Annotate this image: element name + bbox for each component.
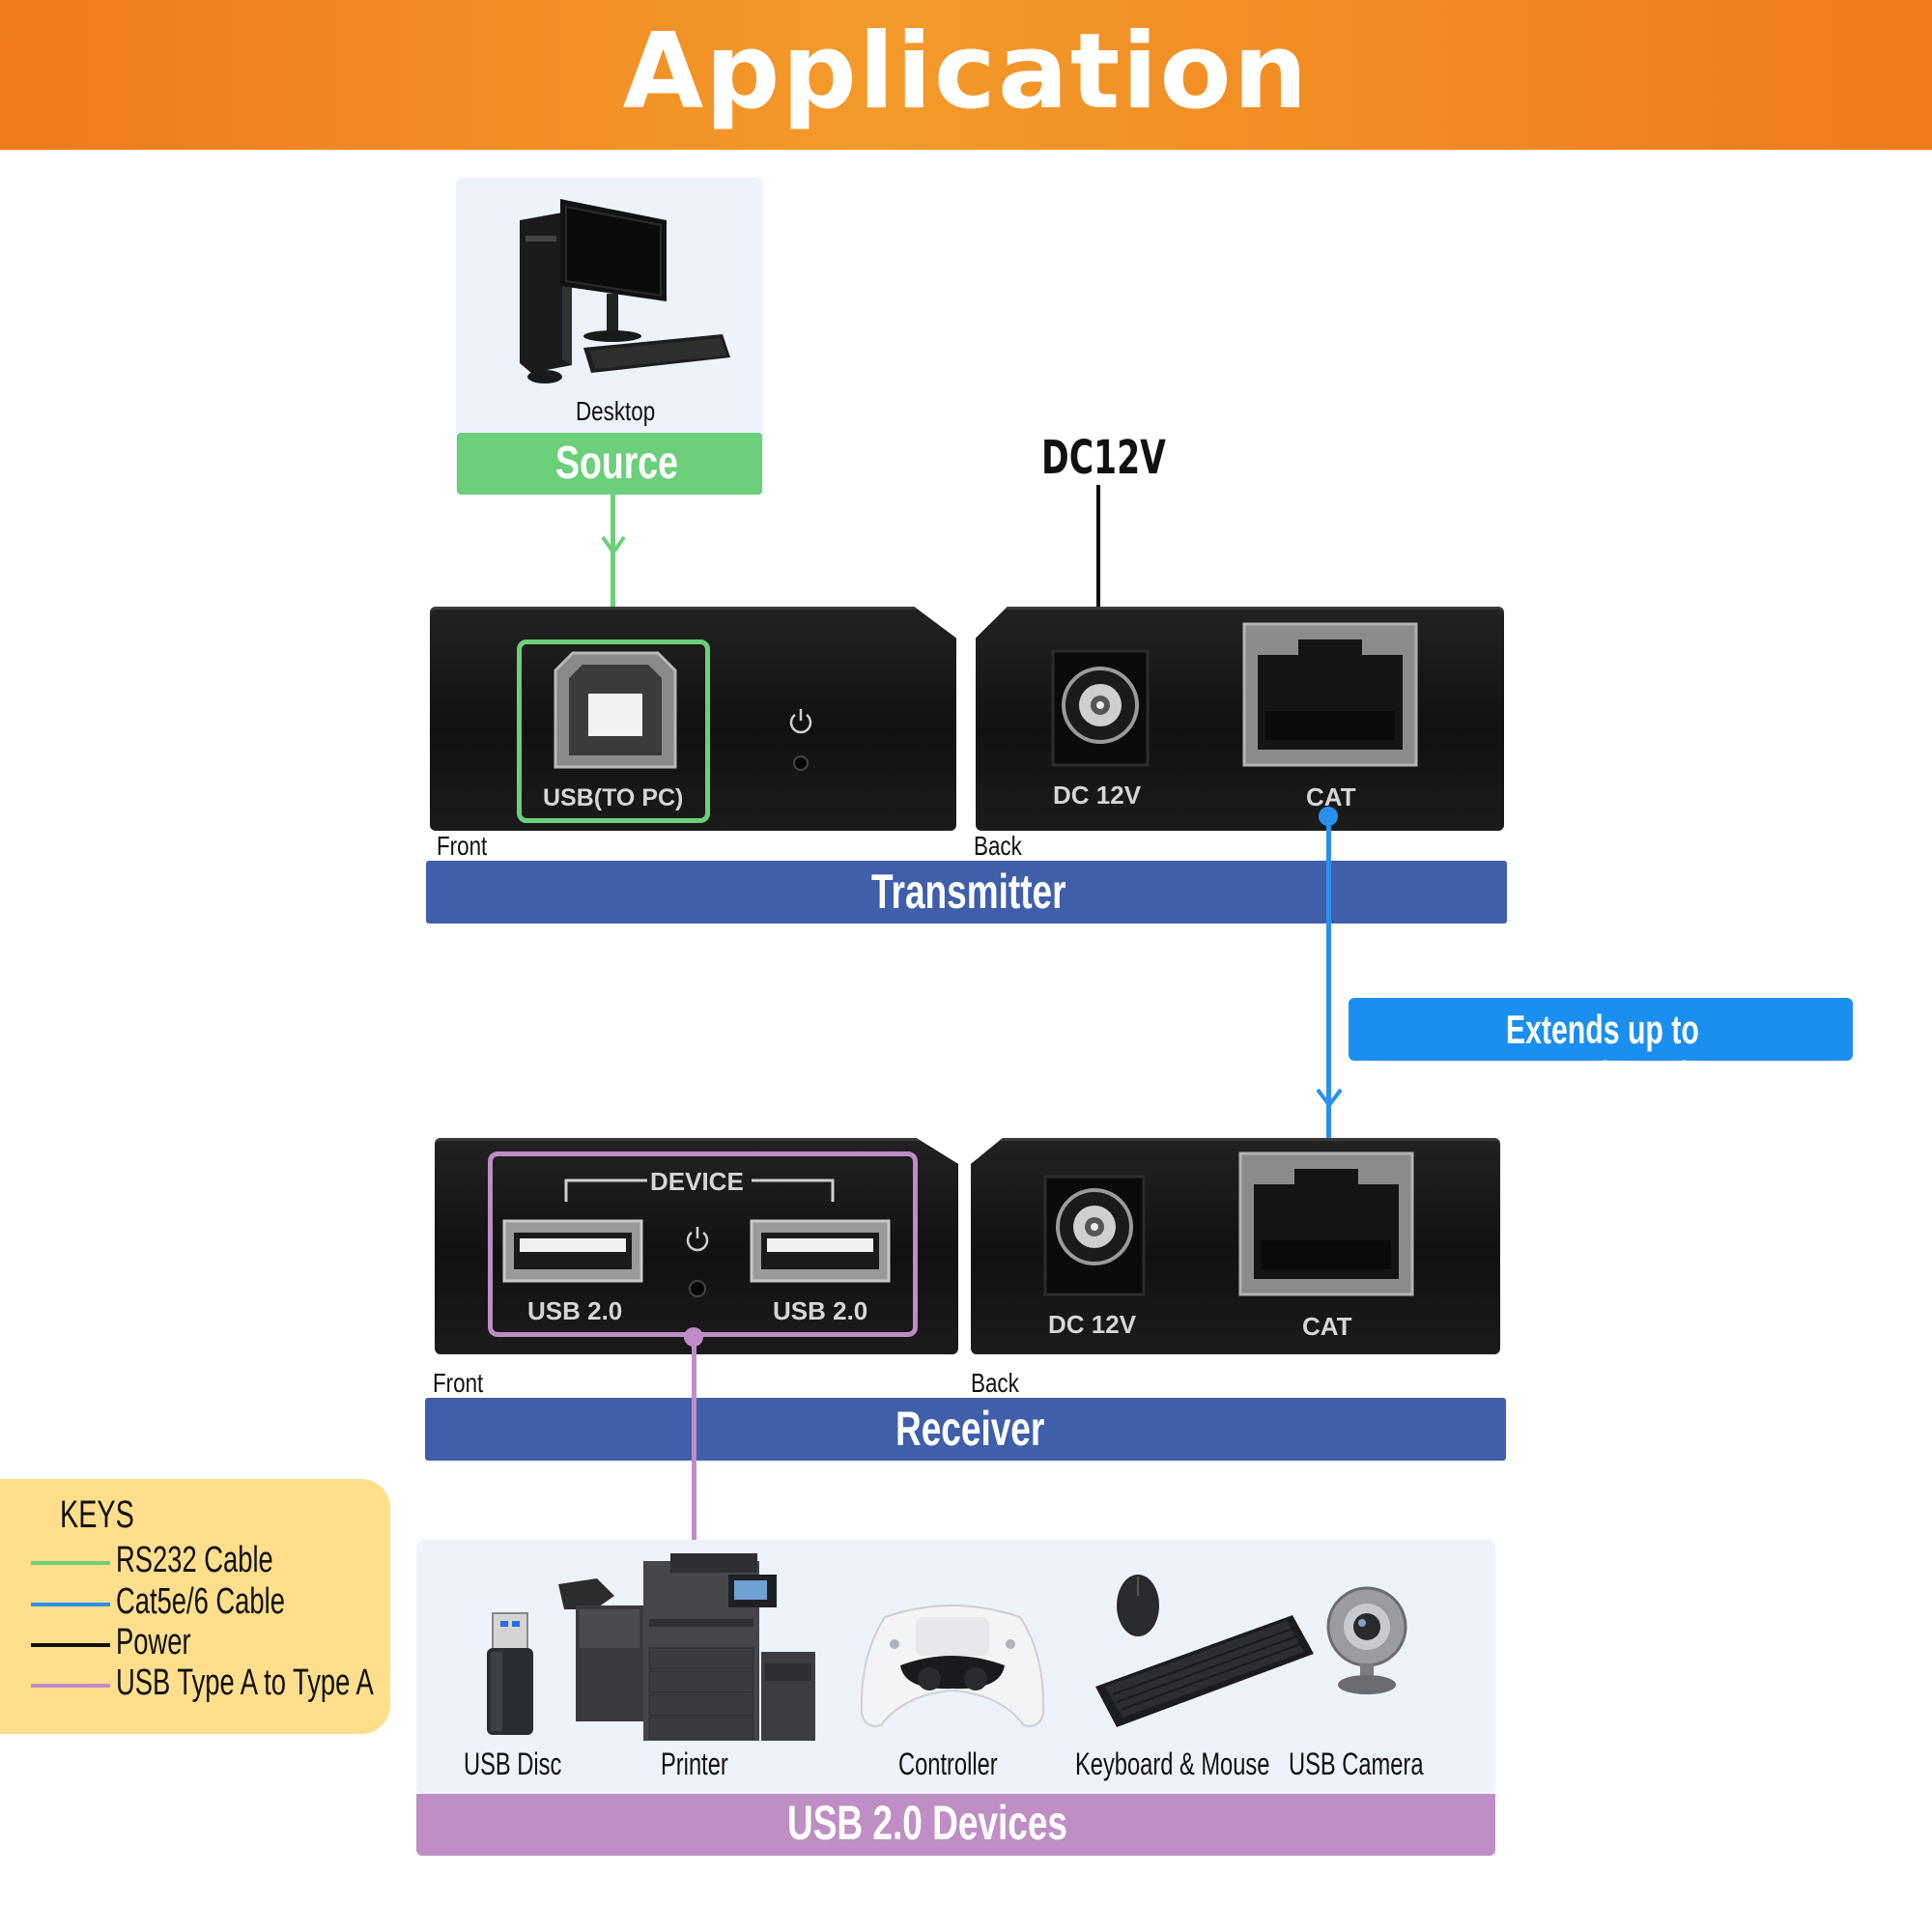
rx-dc-label: DC 12V: [1048, 1310, 1137, 1339]
rj45-port: [1242, 622, 1418, 767]
usb-a-port-left: [502, 1219, 643, 1283]
devices-bar-label: USB 2.0 Devices: [787, 1796, 1068, 1850]
source-tag-label: Source: [555, 438, 678, 489]
controller-icon: [856, 1598, 1049, 1733]
cat-cable: [1326, 815, 1331, 1177]
key-label-rs232: RS232 Cable: [116, 1540, 273, 1580]
page-title: Application: [622, 12, 1310, 132]
transmitter-bar-label: Transmitter: [871, 865, 1066, 919]
desktop-label: Desktop: [576, 396, 656, 426]
keys-title: KEYS: [60, 1493, 134, 1536]
key-swatch-power: [31, 1643, 110, 1647]
rx-rj45-port: [1238, 1151, 1414, 1296]
transmitter-back-label: Back: [974, 831, 1022, 861]
extends-badge: [1349, 998, 1853, 1061]
key-swatch-cat: [31, 1603, 110, 1606]
printer-icon: [556, 1551, 819, 1747]
receiver-back-label: Back: [971, 1368, 1019, 1398]
power-led-icon: [786, 707, 815, 775]
receiver-front-label: Front: [433, 1368, 484, 1398]
rx-dc-jack: [1043, 1175, 1146, 1296]
keys-legend: [0, 1479, 390, 1734]
device-bracket: [564, 1177, 835, 1204]
key-swatch-usb: [31, 1684, 110, 1688]
dc-jack: [1051, 649, 1150, 767]
desktop-icon: [502, 193, 734, 386]
key-swatch-rs232: [31, 1561, 110, 1565]
usb-camera-icon: [1323, 1584, 1410, 1696]
rs232-arrow: [601, 533, 626, 556]
device-label-printer: Printer: [661, 1747, 728, 1781]
usb-left-label: USB 2.0: [527, 1296, 623, 1325]
device-label-usb-disc: USB Disc: [464, 1747, 562, 1781]
usb-a-port-right: [750, 1219, 891, 1283]
power-cable: [1096, 485, 1100, 639]
rs232-cable: [611, 495, 615, 641]
devices-bar: [416, 1794, 1495, 1856]
device-label-keyboard-mouse: Keyboard & Mouse: [1075, 1747, 1270, 1781]
usb-b-port-highlight: [517, 639, 710, 823]
keyboard-mouse-icon: [1094, 1571, 1316, 1737]
receiver-bar: [425, 1398, 1506, 1461]
source-tag: [457, 433, 762, 495]
usb-to-pc-label: USB(TO PC): [543, 784, 684, 811]
key-label-cat: Cat5e/6 Cable: [116, 1581, 285, 1622]
key-label-power: Power: [116, 1622, 191, 1662]
key-label-usb: USB Type A to Type A: [116, 1662, 374, 1703]
device-label-controller: Controller: [898, 1747, 998, 1781]
usb-b-port: [554, 651, 677, 769]
power-label: DC12V: [1041, 431, 1166, 485]
rx-power-led-icon: [683, 1225, 712, 1304]
usb-cable: [692, 1337, 696, 1542]
usb-disc-icon: [483, 1611, 537, 1737]
usb-right-label: USB 2.0: [773, 1296, 868, 1325]
device-label-usb-camera: USB Camera: [1289, 1747, 1424, 1781]
tx-dc-label: DC 12V: [1053, 781, 1142, 810]
cat-cable-arrow: [1316, 1086, 1343, 1109]
extends-text: Extends up to 328FT(100m): [1505, 1007, 1699, 1098]
device-group-label: DEVICE: [650, 1167, 744, 1196]
receiver-bar-label: Receiver: [895, 1402, 1045, 1456]
header-banner: [0, 0, 1932, 150]
cat-cable-dot-top: [1319, 807, 1338, 826]
transmitter-front-label: Front: [437, 831, 488, 861]
usb-cable-dot: [684, 1327, 703, 1347]
rx-cat-label: CAT: [1302, 1312, 1352, 1341]
